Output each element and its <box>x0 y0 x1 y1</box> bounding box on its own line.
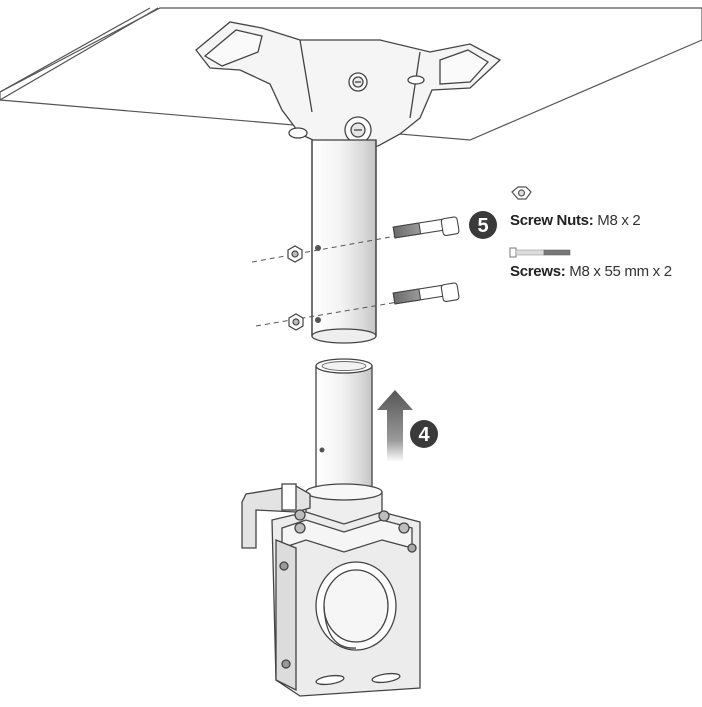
step-5-badge: 5 <box>469 211 497 239</box>
step-5-number: 5 <box>477 215 488 237</box>
step-4-badge: 4 <box>410 420 438 448</box>
bolt-lower <box>392 282 460 305</box>
bolt-icon <box>509 247 571 258</box>
pole-mount-bracket <box>271 509 421 697</box>
bolt-upper <box>392 216 460 239</box>
legend-screws: Screws: M8 x 55 mm x 2 <box>510 263 672 280</box>
bracket-bolt-upper <box>348 72 368 92</box>
legend-screws-spec: M8 x 55 mm x 2 <box>565 263 672 280</box>
up-arrow-icon <box>377 390 413 462</box>
hex-nut-lower <box>288 313 304 331</box>
legend-screws-name: Screws: <box>510 263 566 280</box>
legend-nuts-spec: M8 x 2 <box>593 212 641 229</box>
lower-pipe <box>315 358 373 499</box>
ceiling-bracket <box>195 21 502 149</box>
alignment-guides <box>251 235 399 327</box>
upper-pipe <box>311 139 377 344</box>
step-4-number: 4 <box>418 424 430 446</box>
locking-handle <box>241 483 311 549</box>
hex-nut-icon <box>511 186 532 200</box>
legend-screw-nuts: Screw Nuts: M8 x 2 <box>510 212 641 229</box>
hex-nut-upper <box>287 245 303 263</box>
legend-nuts-name: Screw Nuts: <box>510 212 594 229</box>
bracket-bolt-lower <box>344 116 372 144</box>
pipe-collar <box>305 483 383 528</box>
